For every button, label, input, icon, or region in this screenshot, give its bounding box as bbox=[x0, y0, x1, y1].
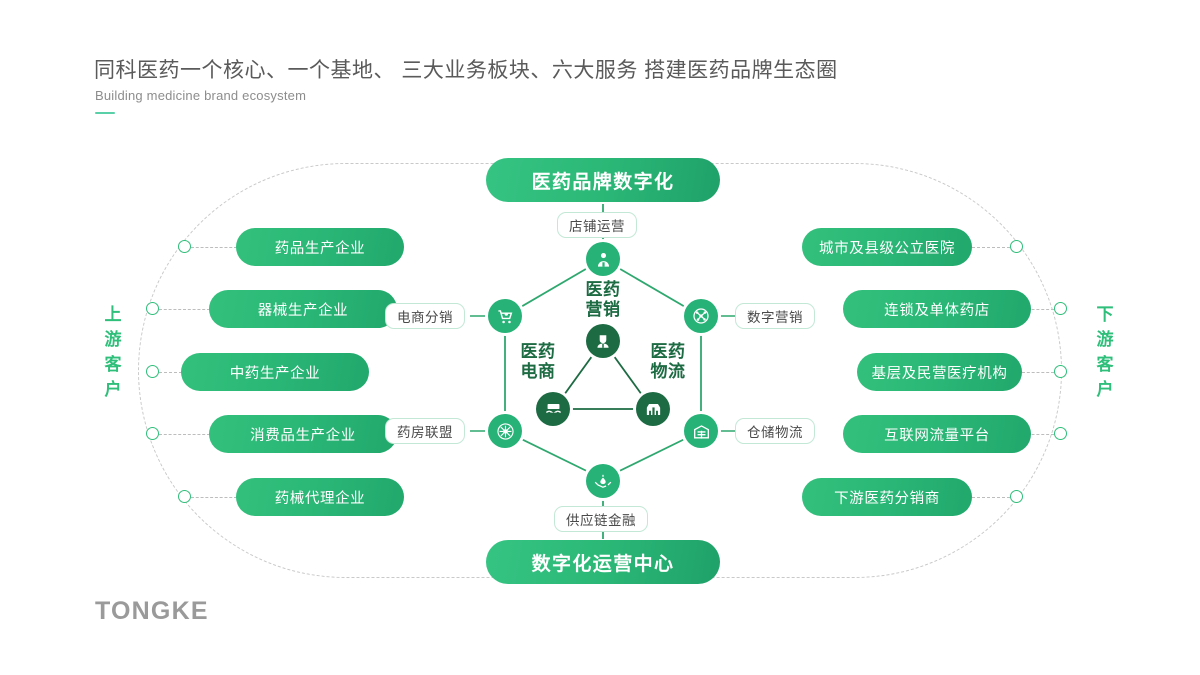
page-title: 同科医药一个核心、一个基地、 三大业务板块、六大服务 搭建医药品牌生态圈 bbox=[94, 59, 838, 82]
tag-pharmacy-alliance[interactable]: 药房联盟 bbox=[385, 418, 465, 444]
connector-marker-left-3 bbox=[146, 365, 159, 378]
segment-caption-ecommerce-line2: 电商 bbox=[520, 362, 556, 381]
segment-caption-ecommerce-line1: 医药 bbox=[520, 342, 556, 361]
hex-node-doctor[interactable] bbox=[586, 242, 620, 276]
tag-warehouse-logistics[interactable]: 仓储物流 bbox=[735, 418, 815, 444]
upstream-pill-5[interactable]: 药械代理企业 bbox=[236, 478, 404, 516]
hex-node-finance-hands[interactable] bbox=[586, 464, 620, 498]
hex-node-warehouse[interactable] bbox=[684, 414, 718, 448]
tag-supply-chain-finance[interactable]: 供应链金融 bbox=[554, 506, 648, 532]
connector-marker-right-1 bbox=[1010, 240, 1023, 253]
tag-digital-marketing[interactable]: 数字营销 bbox=[735, 303, 815, 329]
downstream-pill-1[interactable]: 城市及县级公立医院 bbox=[802, 228, 972, 266]
downstream-pill-4[interactable]: 互联网流量平台 bbox=[843, 415, 1031, 453]
segment-caption-logistics: 医药 物流 bbox=[643, 342, 693, 382]
connector-marker-right-5 bbox=[1010, 490, 1023, 503]
connector-marker-left-5 bbox=[178, 490, 191, 503]
upstream-pill-3[interactable]: 中药生产企业 bbox=[181, 353, 369, 391]
doctor-icon bbox=[594, 250, 613, 269]
connector-dash-right-5 bbox=[972, 497, 1010, 498]
upstream-axis-label: 上游客户 bbox=[104, 305, 122, 399]
downstream-pill-5[interactable]: 下游医药分销商 bbox=[802, 478, 972, 516]
segment-caption-logistics-line1: 医药 bbox=[650, 342, 686, 361]
downstream-pill-3[interactable]: 基层及民营医疗机构 bbox=[857, 353, 1022, 391]
connector-dash-left-3 bbox=[159, 372, 182, 373]
connector-dash-right-3 bbox=[1022, 372, 1054, 373]
title-underline-rule bbox=[95, 112, 115, 114]
upstream-pill-2[interactable]: 器械生产企业 bbox=[209, 290, 397, 328]
brand-logo-text: TONGKE bbox=[95, 597, 209, 625]
connector-marker-left-4 bbox=[146, 427, 159, 440]
connector-marker-right-4 bbox=[1054, 427, 1067, 440]
segment-node-marketing[interactable] bbox=[586, 324, 620, 358]
top-banner-brand-digitalization[interactable]: 医药品牌数字化 bbox=[486, 158, 720, 202]
network-share-icon bbox=[691, 306, 711, 326]
connector-marker-right-2 bbox=[1054, 302, 1067, 315]
connector-marker-left-2 bbox=[146, 302, 159, 315]
hex-node-network-share[interactable] bbox=[684, 299, 718, 333]
upstream-pill-4[interactable]: 消费品生产企业 bbox=[209, 415, 397, 453]
connector-dash-left-1 bbox=[191, 247, 237, 248]
segment-caption-ecommerce: 医药 电商 bbox=[513, 342, 563, 382]
connector-dash-left-4 bbox=[159, 434, 210, 435]
tag-store-operation[interactable]: 店铺运营 bbox=[557, 212, 637, 238]
segment-node-logistics[interactable] bbox=[636, 392, 670, 426]
hex-node-shopping-cart[interactable] bbox=[488, 299, 522, 333]
shopping-cart-icon bbox=[496, 307, 515, 326]
upstream-pill-1[interactable]: 药品生产企业 bbox=[236, 228, 404, 266]
doctor-icon bbox=[594, 332, 612, 350]
bottom-banner-operations-center[interactable]: 数字化运营中心 bbox=[486, 540, 720, 584]
handshake-icon bbox=[544, 400, 563, 419]
page-subtitle: Building medicine brand ecosystem bbox=[95, 88, 307, 103]
connector-dash-right-2 bbox=[1012, 309, 1054, 310]
connector-dash-right-1 bbox=[972, 247, 1010, 248]
segment-node-ecommerce[interactable] bbox=[536, 392, 570, 426]
tag-ecommerce-distribution[interactable]: 电商分销 bbox=[385, 303, 465, 329]
segment-caption-marketing-line1: 医药 bbox=[585, 280, 621, 299]
pharmacy-network-icon bbox=[495, 421, 516, 442]
connector-marker-left-1 bbox=[178, 240, 191, 253]
finance-hands-icon bbox=[593, 471, 613, 491]
parcel-icon bbox=[644, 400, 663, 419]
downstream-pill-2[interactable]: 连锁及单体药店 bbox=[843, 290, 1031, 328]
segment-caption-marketing: 医药 营销 bbox=[578, 280, 628, 320]
downstream-axis-label: 下游客户 bbox=[1096, 305, 1114, 399]
connector-marker-right-3 bbox=[1054, 365, 1067, 378]
connector-dash-right-4 bbox=[1012, 434, 1054, 435]
hex-node-pharmacy-network[interactable] bbox=[488, 414, 522, 448]
connector-dash-left-2 bbox=[159, 309, 210, 310]
segment-caption-marketing-line2: 营销 bbox=[585, 300, 621, 319]
warehouse-icon bbox=[692, 422, 711, 441]
connector-dash-left-5 bbox=[191, 497, 237, 498]
segment-caption-logistics-line2: 物流 bbox=[650, 362, 686, 381]
